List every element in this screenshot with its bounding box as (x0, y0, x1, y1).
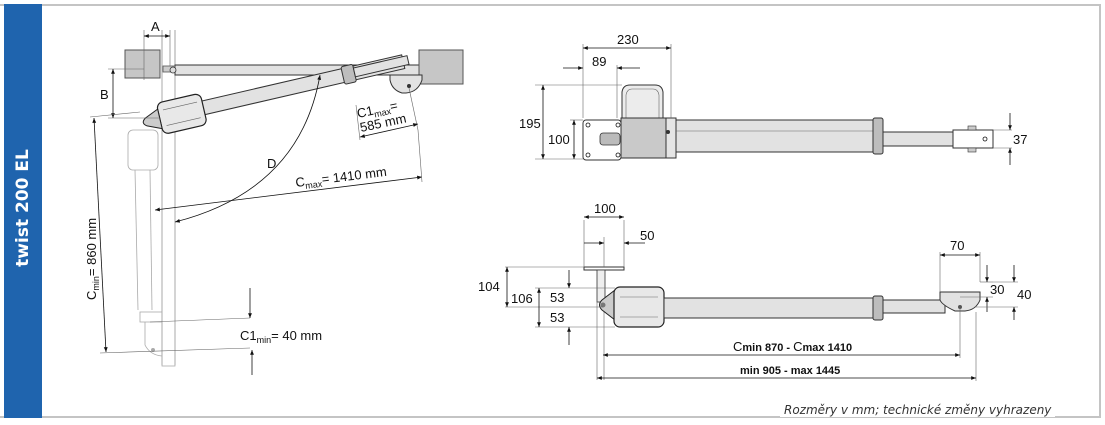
c1-min-label: C1min= 40 mm (240, 328, 322, 345)
dim-70: 70 (950, 238, 964, 253)
dim-label-a: A (151, 19, 160, 34)
actuator-collar (872, 117, 884, 155)
ghost-collar (139, 311, 163, 323)
dim-89: 89 (592, 54, 606, 69)
installation-view: A B D C1max= 585 mm Cmax= 1410 mm Cmin= … (84, 19, 464, 375)
dim-195: 195 (519, 116, 541, 131)
footer-note: Rozměry v mm; technické změny vyhrazeny (780, 403, 1056, 417)
wall-block (418, 49, 464, 85)
side-view: 230 89 195 100 37 (519, 32, 1027, 165)
plate-hinge (599, 132, 621, 146)
actuator-closed (127, 129, 163, 357)
c1-max-label: C1max= (356, 98, 400, 123)
actuator-rod (352, 55, 410, 78)
actuator-rod (882, 299, 946, 314)
dim-30: 30 (990, 282, 1004, 297)
c-max-label: Cmax= 1410 mm (295, 164, 388, 192)
pivot-icon (407, 84, 411, 88)
dim-106: 106 (511, 291, 533, 306)
dim-100-bracket: 100 (594, 201, 616, 216)
stroke-label: Cmin 870 - Cmax 1410 (733, 339, 852, 354)
hinge-icon (169, 66, 177, 74)
top-view: 100 50 104 106 53 53 70 30 (478, 201, 1031, 381)
dim-label-d: D (267, 156, 276, 171)
motor-mount (599, 288, 616, 322)
product-sidebar (4, 4, 42, 418)
leaf-bracket (389, 74, 423, 94)
pillar-block (124, 49, 161, 79)
overall-length-label: min 905 - max 1445 (740, 365, 840, 377)
dim-37: 37 (1013, 132, 1027, 147)
actuator-collar (872, 295, 884, 321)
dim-100-plate: 100 (548, 132, 570, 147)
diagram-frame (0, 4, 1101, 418)
dim-230: 230 (617, 32, 639, 47)
dim-53-upper: 53 (550, 290, 564, 305)
ghost-bracket (144, 322, 163, 357)
dim-label-b: B (100, 87, 109, 102)
swing-arc (174, 74, 322, 223)
actuator-tube (663, 297, 875, 319)
actuator-tube (675, 119, 877, 153)
dim-40: 40 (1017, 287, 1031, 302)
dim-104: 104 (478, 279, 500, 294)
motor-body (620, 117, 667, 159)
motor-mount (142, 108, 163, 130)
dim-50: 50 (640, 228, 654, 243)
c-min-label: Cmin= 860 mm (84, 218, 101, 300)
pillar-bracket (583, 266, 625, 271)
motor-housing (613, 286, 665, 328)
ghost-motor (127, 129, 159, 171)
motor-housing (156, 93, 207, 134)
dim-53-lower: 53 (550, 310, 564, 325)
motor-cap (621, 84, 664, 121)
